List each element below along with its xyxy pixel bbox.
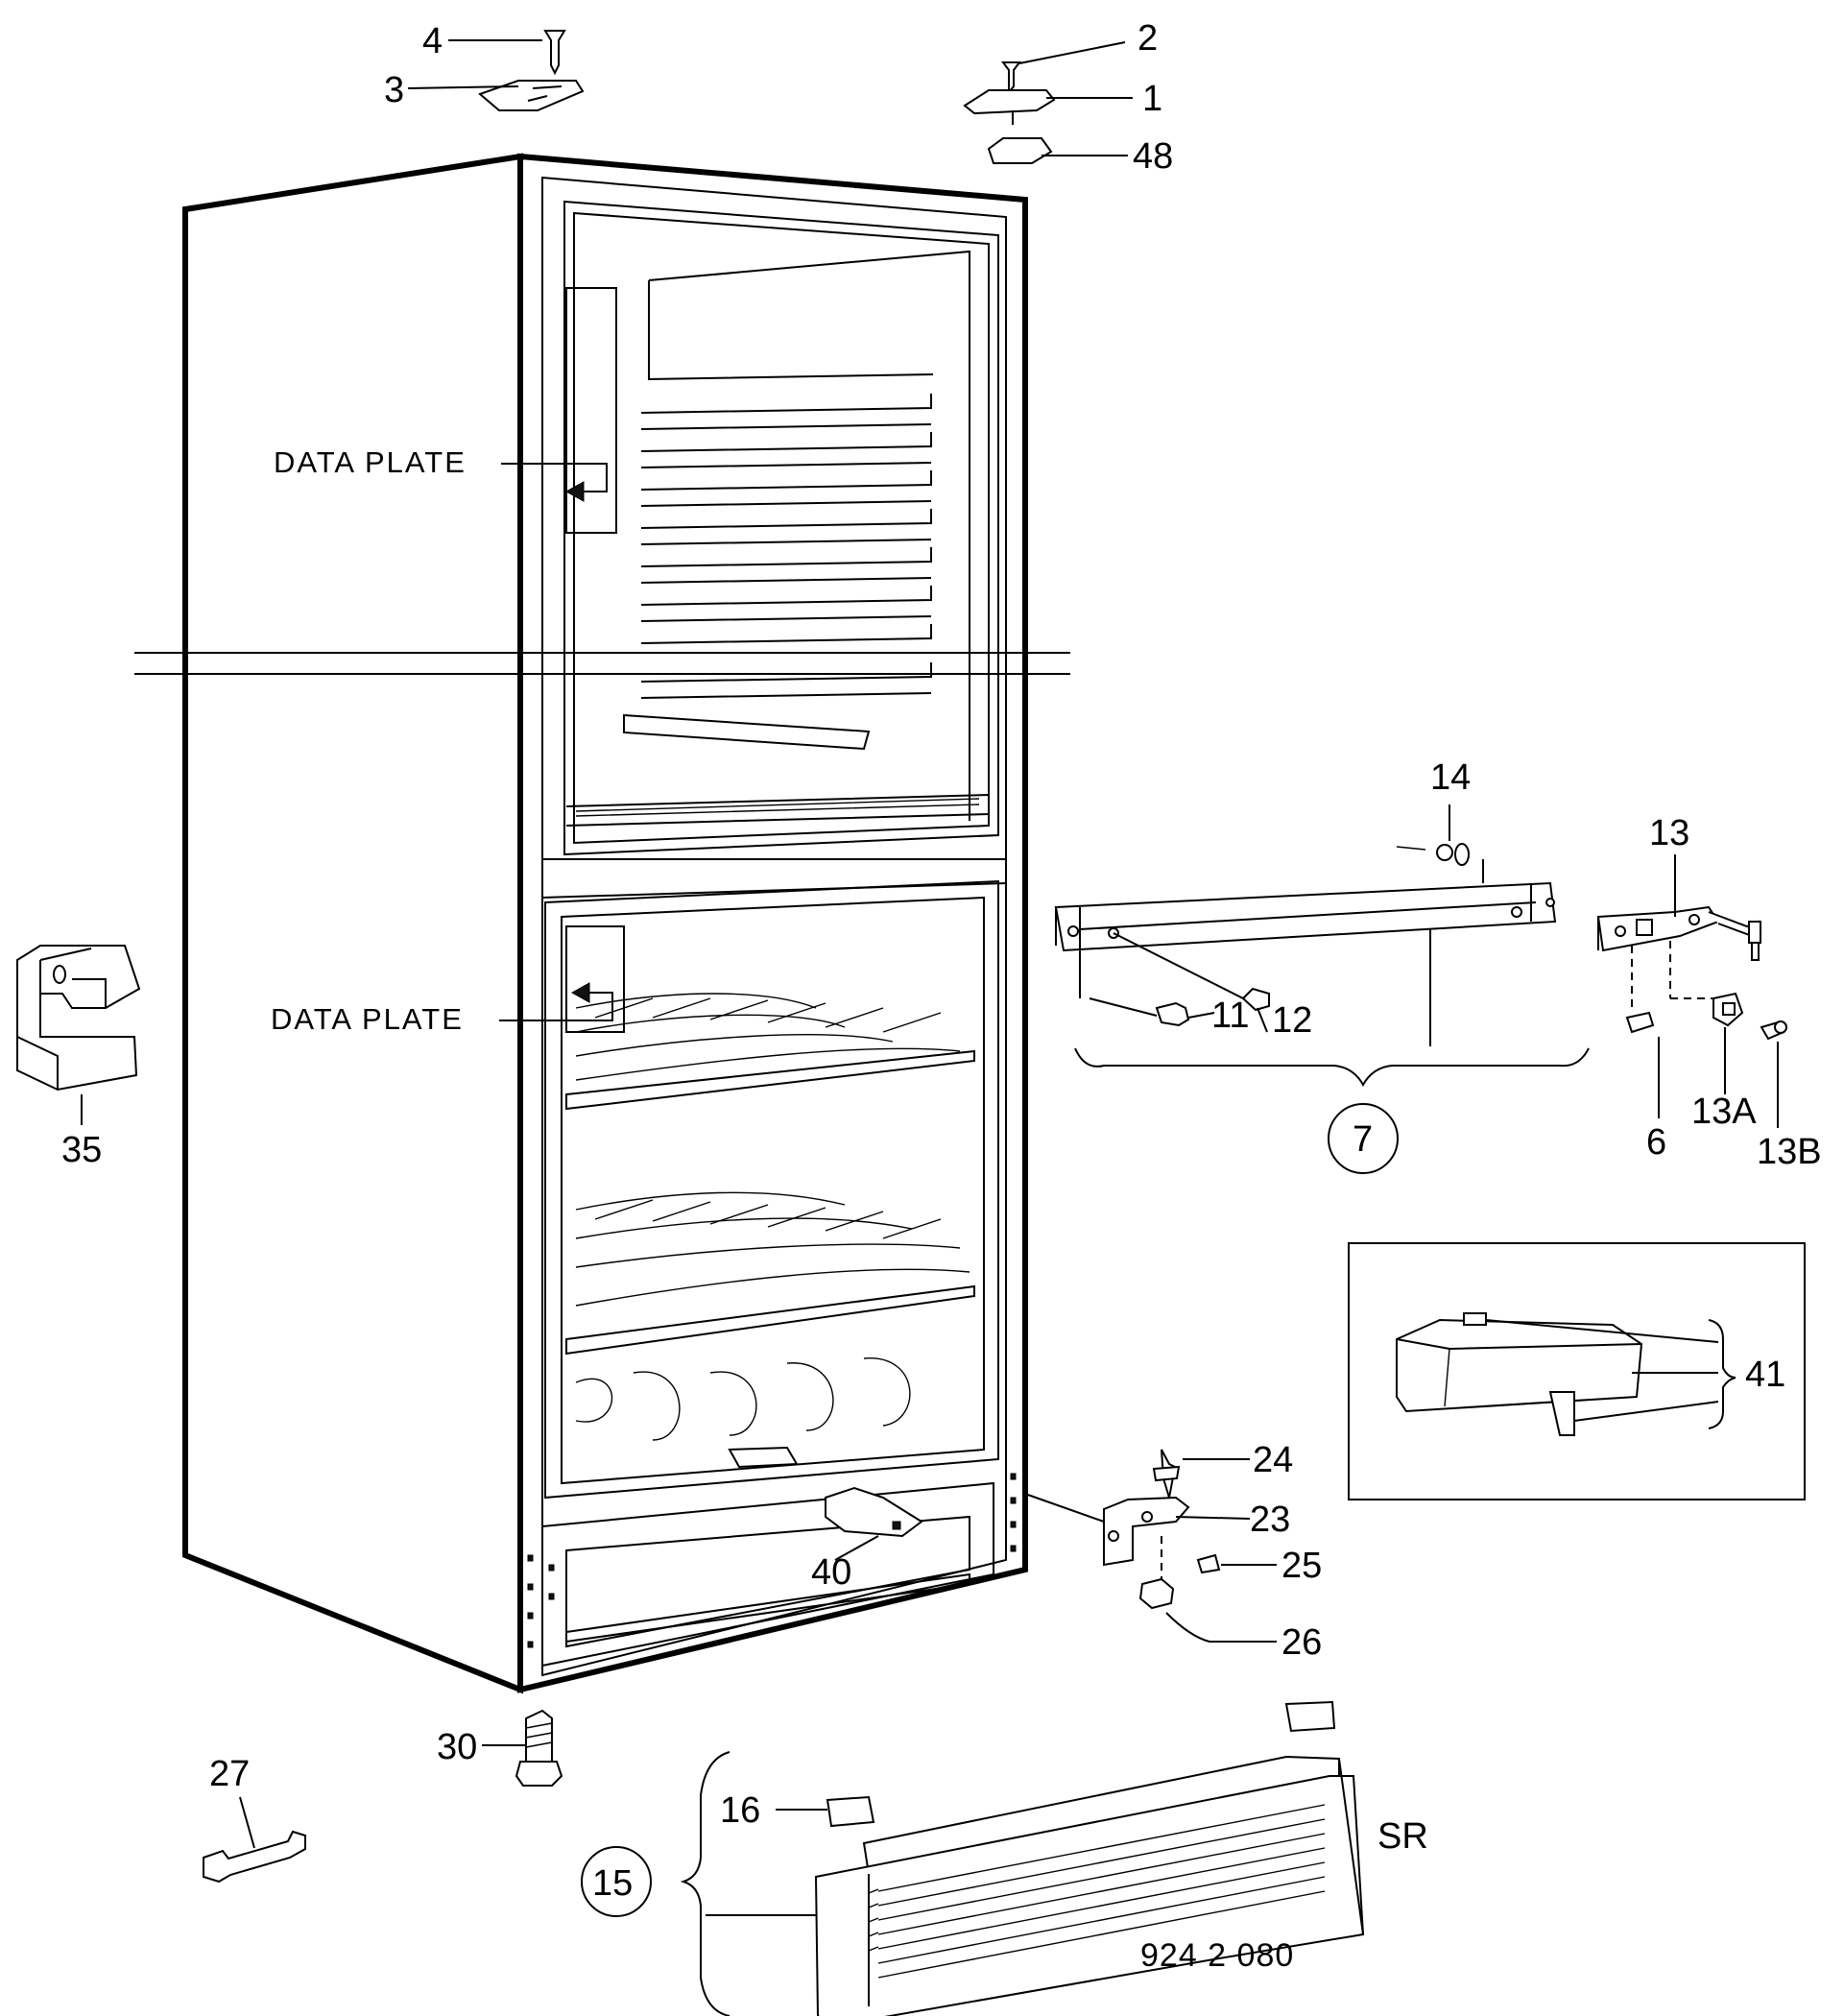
part-26-nut: 26	[1138, 1577, 1322, 1663]
svg-text:13A: 13A	[1691, 1092, 1757, 1132]
part-13-lower-hinge: 13	[1596, 813, 1761, 1013]
part-23-hinge-bracket: 23	[1021, 1492, 1290, 1579]
svg-text:13B: 13B	[1757, 1132, 1822, 1172]
part-6-screw: 6	[1625, 1011, 1666, 1163]
part-41-inset-box: 41	[1348, 1242, 1806, 1500]
svg-text:23: 23	[1250, 1500, 1290, 1540]
part-7-hinge-rail-assembly: 14 11 12 7	[1054, 757, 1590, 1174]
part-1-top-hinge: 1	[963, 79, 1162, 125]
svg-text:6: 6	[1646, 1122, 1666, 1163]
wire-shelves	[565, 993, 975, 1469]
svg-text:24: 24	[1253, 1440, 1293, 1480]
part-16-clip: 16	[720, 1790, 875, 1831]
svg-text:26: 26	[1281, 1622, 1322, 1663]
hinge-screw-holes	[527, 1473, 1017, 1648]
part-40-drawer-stop: 40	[811, 1486, 923, 1593]
svg-text:DATA PLATE: DATA PLATE	[274, 445, 467, 479]
svg-text:7: 7	[1353, 1119, 1373, 1160]
grille-slots	[868, 1804, 1326, 1979]
svg-text:27: 27	[209, 1754, 250, 1794]
svg-text:30: 30	[437, 1727, 477, 1767]
drawing-number: 924 2 080	[1140, 1937, 1294, 1974]
svg-text:40: 40	[811, 1552, 851, 1593]
part-3-top-bracket: 3	[384, 70, 585, 111]
part-15-kick-plate-assembly: 15 SR	[581, 1700, 1428, 2016]
svg-text:48: 48	[1133, 136, 1173, 177]
part-35-holder-bracket: 35	[16, 945, 141, 1170]
part-24-pin: 24	[1152, 1440, 1293, 1499]
svg-text:16: 16	[720, 1790, 760, 1831]
part-13a-pin: 13A	[1691, 992, 1757, 1132]
svg-text:15: 15	[592, 1863, 633, 1904]
break-lines	[134, 652, 1070, 675]
data-plate-callout-upper: DATA PLATE	[274, 445, 608, 502]
svg-text:4: 4	[422, 21, 443, 61]
part-30-leveling-foot: 30	[437, 1709, 563, 1787]
svg-text:1: 1	[1142, 79, 1162, 119]
svg-text:11: 11	[1211, 996, 1249, 1036]
part-27-wrench: 27	[203, 1754, 306, 1884]
part-48-hinge-spacer: 48	[987, 136, 1173, 177]
part-25-screw: 25	[1196, 1546, 1322, 1586]
svg-text:35: 35	[61, 1130, 102, 1170]
evaporator-fins	[565, 394, 990, 827]
part-2-screw: 2	[1001, 18, 1158, 95]
svg-text:DATA PLATE: DATA PLATE	[271, 1002, 464, 1036]
svg-text:13: 13	[1649, 813, 1689, 853]
svg-text:2: 2	[1138, 18, 1158, 59]
part-4-screw: 4	[422, 21, 566, 76]
svg-text:25: 25	[1281, 1546, 1322, 1586]
svg-text:12: 12	[1272, 1000, 1312, 1041]
svg-text:3: 3	[384, 70, 404, 110]
refrigerator-cabinet	[134, 153, 1070, 1694]
svg-text:14: 14	[1430, 757, 1471, 798]
svg-text:41: 41	[1745, 1355, 1785, 1395]
data-plate-callout-lower: DATA PLATE	[271, 982, 613, 1036]
part-13b-screw: 13B	[1757, 1020, 1822, 1172]
svg-text:SR: SR	[1377, 1816, 1428, 1857]
